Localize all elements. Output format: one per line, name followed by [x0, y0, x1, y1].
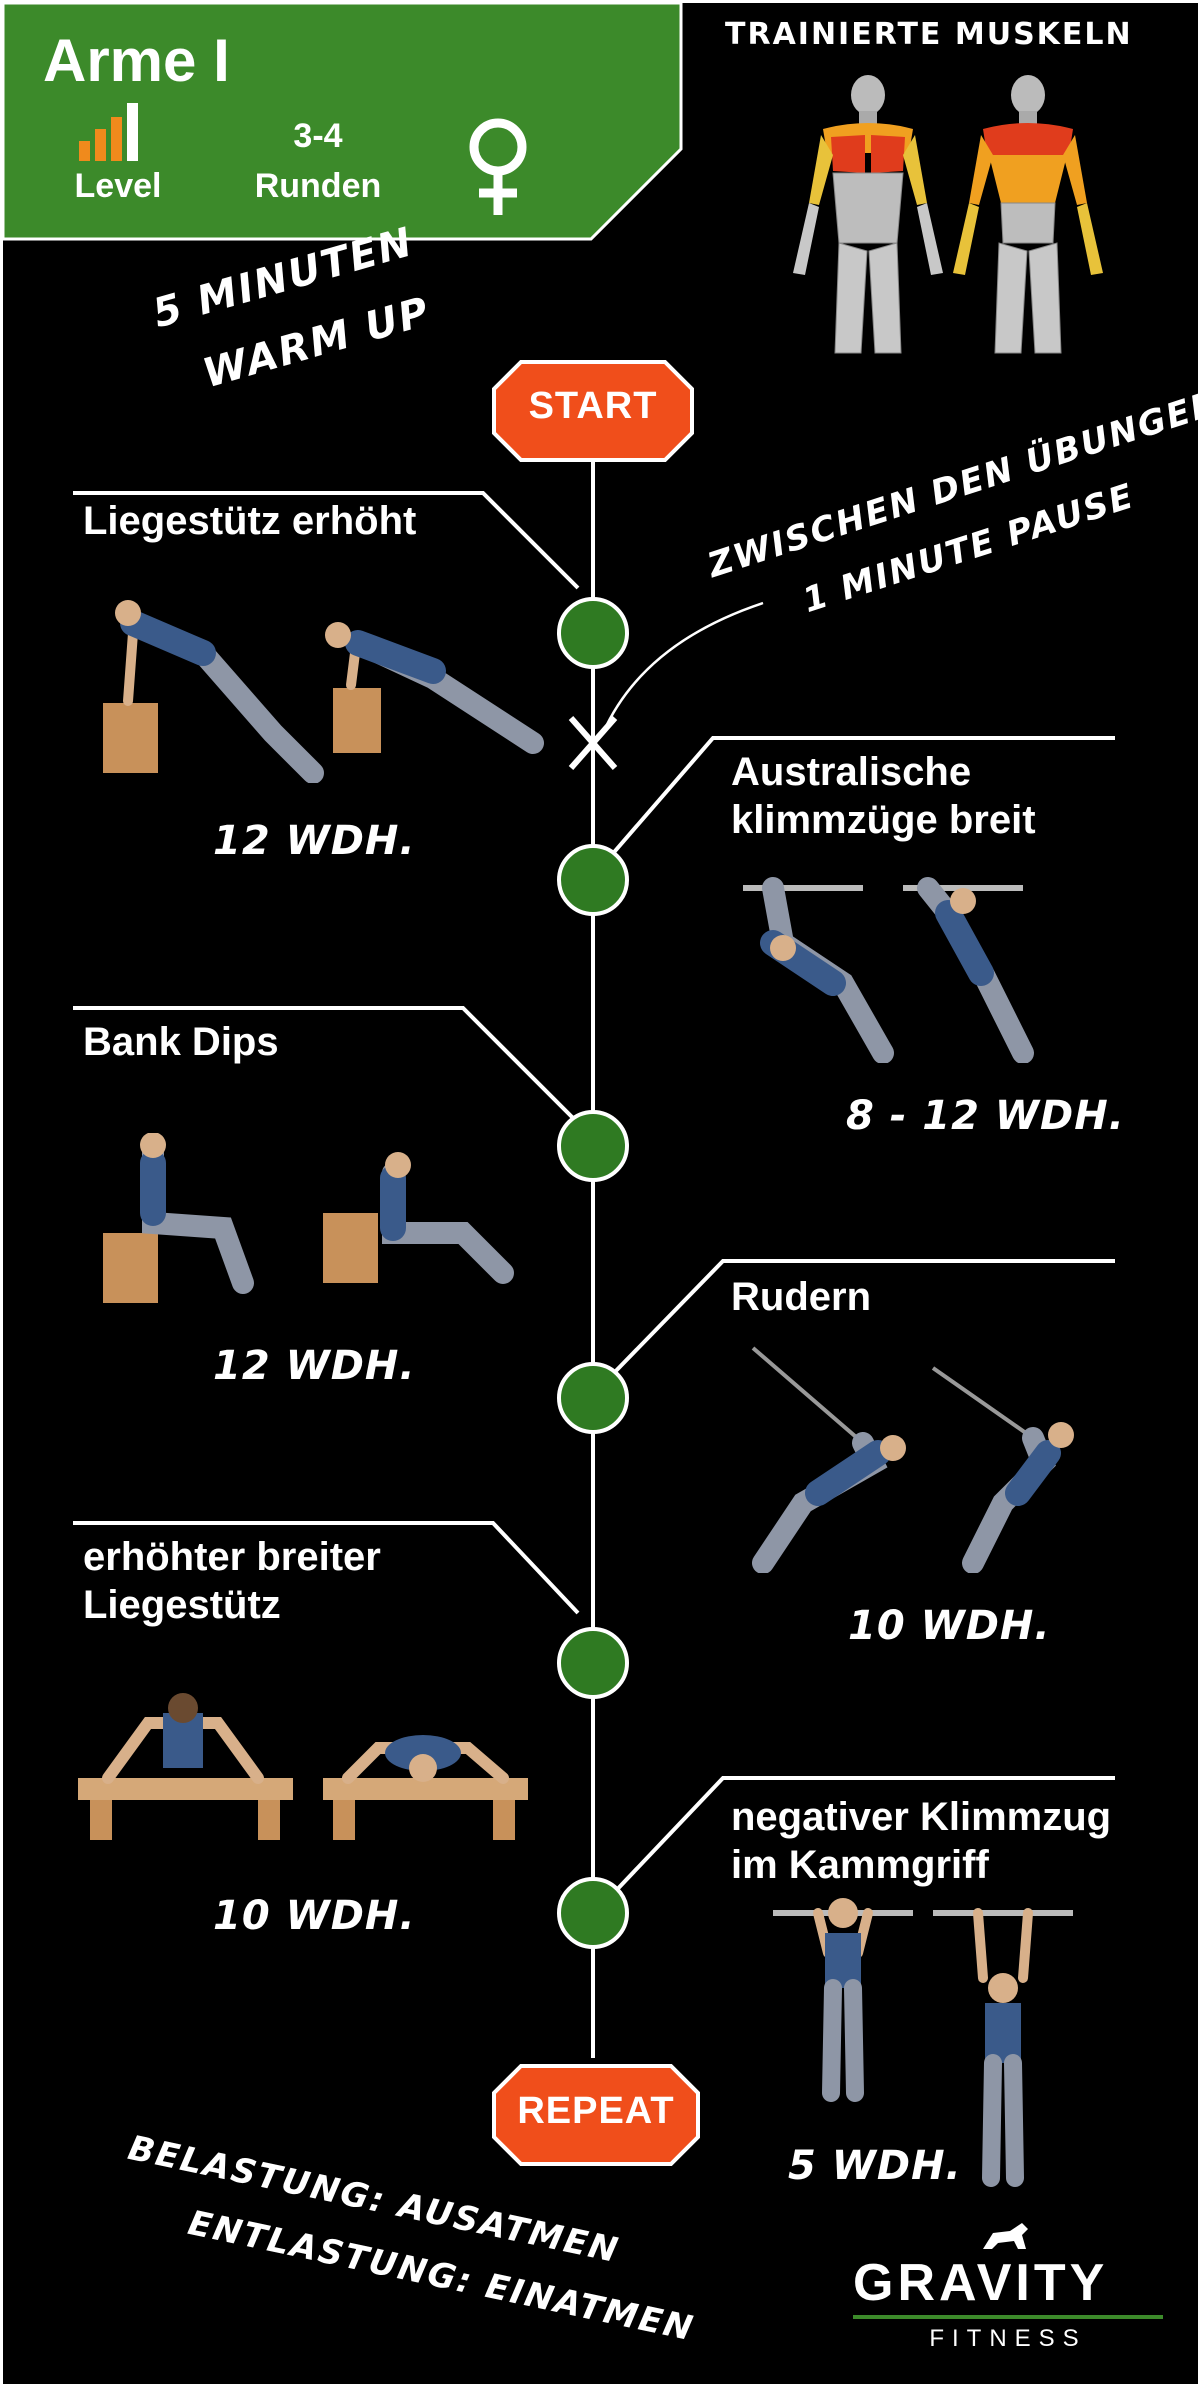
- level-icon: [79, 103, 138, 161]
- start-sign: [492, 360, 694, 462]
- exercise-2-illustration: [743, 877, 1034, 1063]
- exercise-2-reps: 8 - 12 WDH.: [846, 1093, 1125, 1139]
- timeline: [73, 451, 1115, 2058]
- exercise-3-reps: 12 WDH.: [213, 1343, 416, 1389]
- repeat-sign: [492, 2064, 700, 2166]
- start-label: START: [528, 385, 658, 427]
- brand-name: GRAVITY: [853, 2254, 1109, 2312]
- repeat-label: REPEAT: [517, 2090, 675, 2132]
- exercise-5-illustration: [78, 1693, 528, 1840]
- exercise-1-reps: 12 WDH.: [213, 818, 416, 864]
- exercise-5-title: erhöhter breiter Liegestütz: [83, 1535, 381, 1627]
- exercise-1-title: Liegestütz erhöht: [83, 499, 417, 543]
- exercise-4-title: Rudern: [731, 1275, 871, 1319]
- body-front-figure: [793, 75, 943, 354]
- workout-poster: Arme I Level 3-4 Runden TRAINIERTE MUSKE…: [3, 3, 1198, 2384]
- rounds-value: 3-4: [293, 117, 343, 155]
- level-label: Level: [74, 167, 162, 205]
- exercise-2-title: Australische klimmzüge breit: [731, 750, 1036, 842]
- exercise-3-title: Bank Dips: [83, 1020, 279, 1064]
- exercise-3-illustration: [103, 1133, 514, 1303]
- exercise-1-illustration: [103, 600, 544, 783]
- rounds-label: Runden: [254, 167, 382, 205]
- exercise-5-reps: 10 WDH.: [213, 1893, 416, 1939]
- exercise-4-illustration: [751, 1346, 1074, 1573]
- brand-logo: GRAVITY FITNESS: [853, 2223, 1163, 2353]
- female-symbol-icon: [469, 118, 527, 215]
- pause-cross-icon: [568, 716, 618, 770]
- animal-logo-icon: [983, 2223, 1028, 2249]
- exercise-6-title: negativer Klimmzug im Kammgriff: [731, 1795, 1112, 1887]
- header-banner: [3, 3, 683, 241]
- exercise-6-reps: 5 WDH.: [788, 2143, 962, 2189]
- brand-sub: FITNESS: [929, 2325, 1087, 2352]
- body-back-figure: [953, 75, 1103, 354]
- workout-title: Arme I: [43, 27, 230, 94]
- brand-divider: [853, 2315, 1163, 2319]
- exercise-4-reps: 10 WDH.: [848, 1603, 1051, 1649]
- exercise-6-illustration: [773, 1898, 1073, 2187]
- muscles-title: TRAINIERTE MUSKELN: [725, 17, 1133, 52]
